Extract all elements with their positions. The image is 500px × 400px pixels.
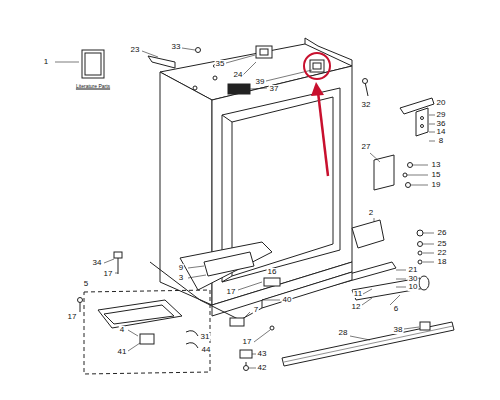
callout-number: 32 xyxy=(361,101,372,109)
callout-number: 14 xyxy=(436,128,447,136)
callout-number: 23 xyxy=(130,46,141,54)
callout-number: 28 xyxy=(338,329,349,337)
callout-number: 10 xyxy=(408,283,419,291)
callout-number: 18 xyxy=(437,258,448,266)
callout-number: 29 xyxy=(436,111,447,119)
callout-number: 36 xyxy=(436,120,447,128)
callout-number: 42 xyxy=(257,364,268,372)
callout-number: 24 xyxy=(233,71,244,79)
callout-number: 17 xyxy=(242,338,253,346)
callout-number: 27 xyxy=(361,143,372,151)
callout-number: 15 xyxy=(431,171,442,179)
callout-number: 9 xyxy=(178,264,184,272)
callout-number: 19 xyxy=(431,181,442,189)
callout-number: 35 xyxy=(215,60,226,68)
callout-number: 26 xyxy=(437,229,448,237)
callout-number: 17 xyxy=(67,313,78,321)
callout-number: 1 xyxy=(43,58,49,66)
callout-number: 31 xyxy=(200,333,211,341)
callout-number: 30 xyxy=(408,275,419,283)
callout-number: 16 xyxy=(267,268,278,276)
callout-number: 20 xyxy=(436,99,447,107)
callout-number: 34 xyxy=(92,259,103,267)
callout-number: 41 xyxy=(117,348,128,356)
callout-number: 3 xyxy=(178,274,184,282)
callout-number: 33 xyxy=(171,43,182,51)
callout-number: 44 xyxy=(201,346,212,354)
callout-number: 22 xyxy=(437,249,448,257)
callout-number: 11 xyxy=(353,290,363,298)
callout-number: 7 xyxy=(253,306,259,314)
callout-number: 5 xyxy=(83,280,89,288)
callout-number: 38 xyxy=(393,326,404,334)
callout-number: 40 xyxy=(282,296,293,304)
callout-number: 8 xyxy=(438,137,444,145)
part-caption: Literature Parts xyxy=(75,84,111,89)
callout-number: 2 xyxy=(368,209,374,217)
callout-number: 6 xyxy=(393,305,399,313)
callout-number: 17 xyxy=(226,288,237,296)
callout-number: 43 xyxy=(257,350,268,358)
callout-number: 4 xyxy=(119,326,125,334)
callout-number: 12 xyxy=(351,303,362,311)
callout-number: 13 xyxy=(431,161,442,169)
callout-number: 37 xyxy=(269,85,280,93)
callout-number: 25 xyxy=(437,240,448,248)
callout-number: 21 xyxy=(408,266,419,274)
callout-number: 39 xyxy=(255,78,266,86)
callout-number: 17 xyxy=(103,270,114,278)
